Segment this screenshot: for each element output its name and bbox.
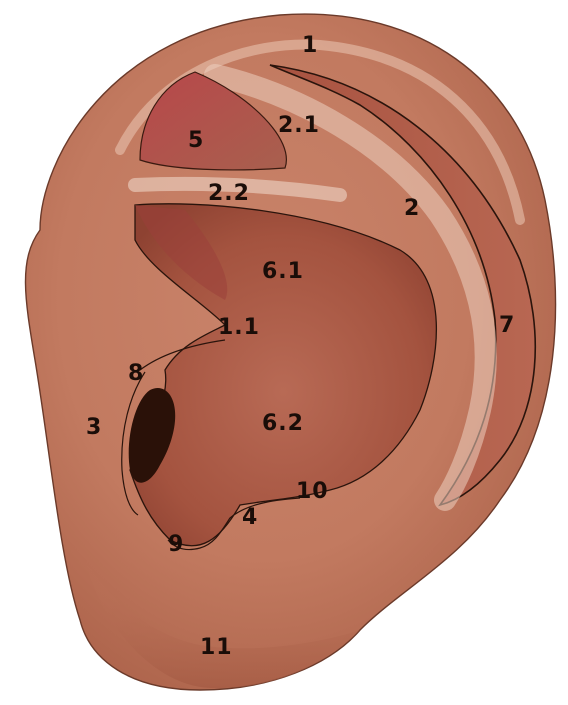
label-helix: 1 bbox=[302, 33, 318, 58]
label-tragus: 3 bbox=[86, 415, 102, 440]
label-cavum-conchae: 6.2 bbox=[262, 411, 304, 436]
label-antihelix: 2 bbox=[404, 196, 420, 221]
label-inferior-crus: 2.2 bbox=[208, 181, 250, 206]
label-supratragic-notch: 8 bbox=[128, 361, 144, 386]
label-crus-of-helix: 1.1 bbox=[218, 315, 260, 340]
label-scapha: 7 bbox=[499, 313, 515, 338]
label-intertragic-notch: 9 bbox=[168, 532, 184, 557]
label-lobule: 11 bbox=[200, 635, 233, 660]
label-cymba-conchae: 6.1 bbox=[262, 259, 304, 284]
label-superior-crus: 2.1 bbox=[278, 113, 320, 138]
label-antitragic-notch: 10 bbox=[296, 479, 329, 504]
label-antitragus: 4 bbox=[242, 505, 258, 530]
label-triangular-fossa: 5 bbox=[188, 128, 204, 153]
